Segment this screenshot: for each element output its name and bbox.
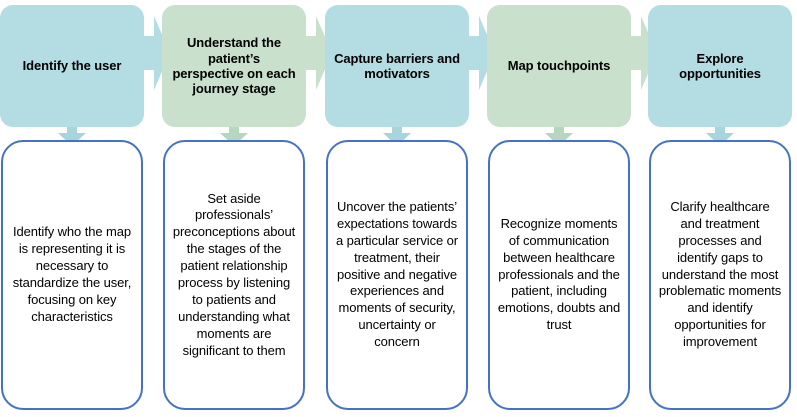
detail-box-explore-opportunities[interactable]: Clarify healthcare and treatment process… [649,140,791,410]
detail-box-capture-barriers-and-motivators[interactable]: Uncover the patients’ expectations towar… [326,140,468,410]
stage-label: Understand the patient’s perspective on … [172,35,296,97]
chevron-right-arrow-icon [461,6,495,116]
down-arrow-icon [57,122,87,146]
down-arrow-icon [705,122,735,146]
chevron-right-arrow-icon [298,6,332,116]
detail-text: Set aside professionals’ preconceptions … [172,190,296,358]
detail-text: Identify who the map is representing it … [12,224,132,324]
stage-box-capture-barriers-and-motivators[interactable]: Capture barriers and motivators [325,5,469,127]
stage-box-explore-opportunities[interactable]: Explore opportunities [648,5,792,127]
detail-text: Recognize moments of communication betwe… [497,215,621,333]
process-stage-column: Understand the patient’s perspective on … [162,0,332,417]
down-arrow-icon [544,122,574,146]
detail-box-map-touchpoints[interactable]: Recognize moments of communication betwe… [488,140,630,410]
stage-label: Capture barriers and motivators [334,50,460,81]
chevron-right-arrow-icon [136,6,170,116]
process-stage-column: Explore opportunities Clarify healthcare… [648,0,792,417]
detail-text: Uncover the patients’ expectations towar… [336,198,458,350]
stage-box-map-touchpoints[interactable]: Map touchpoints [487,5,631,127]
process-stage-column: Identify the user Identify who the map i… [0,0,170,417]
stage-label: Explore opportunities [679,50,761,81]
down-arrow-icon [382,122,412,146]
detail-text: Clarify healthcare and treatment process… [658,198,782,350]
detail-box-identify-the-user[interactable]: Identify who the map is representing it … [1,140,143,410]
process-stage-column: Map touchpoints Recognize moments of com… [487,0,657,417]
stage-label: Identify the user [22,58,122,74]
detail-box-understand-the-patients-perspective[interactable]: Set aside professionals’ preconceptions … [163,140,305,410]
process-stage-column: Capture barriers and motivators Uncover … [325,0,495,417]
stage-box-understand-the-patients-perspective[interactable]: Understand the patient’s perspective on … [162,5,306,127]
stage-label: Map touchpoints [507,58,611,74]
down-arrow-icon [219,122,249,146]
stage-box-identify-the-user[interactable]: Identify the user [0,5,144,127]
